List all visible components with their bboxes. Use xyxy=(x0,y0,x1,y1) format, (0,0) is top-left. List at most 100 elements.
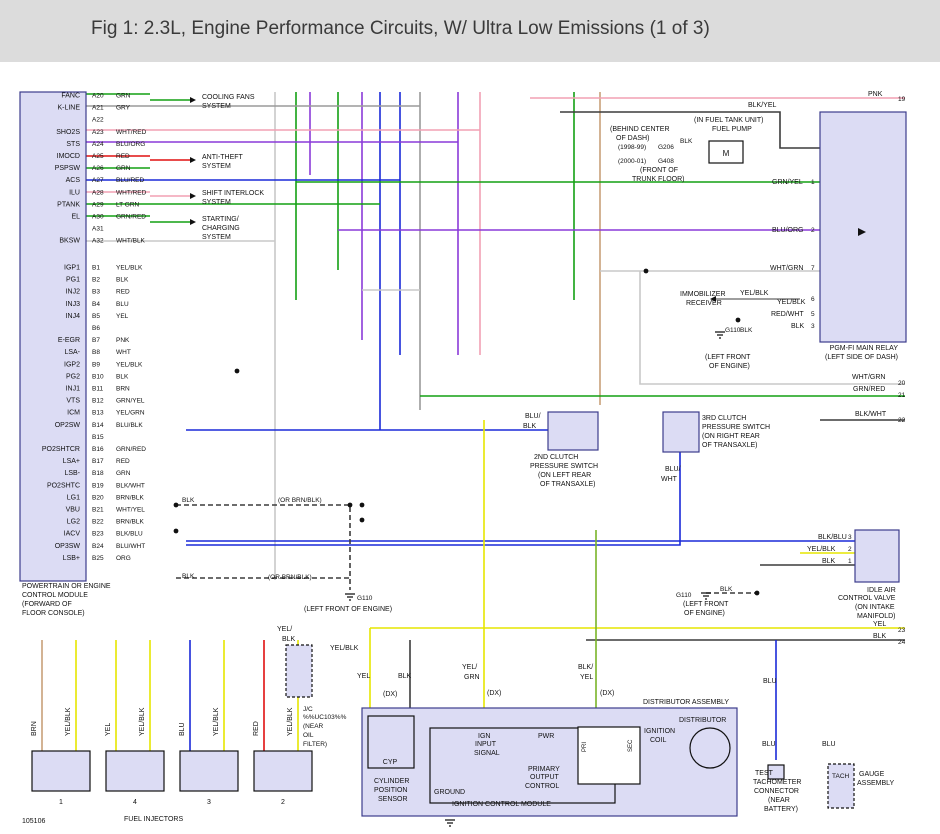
wire-brn-blk-dashed xyxy=(176,504,351,590)
component-label: J/C xyxy=(303,706,313,713)
pcm-module xyxy=(19,91,87,582)
wire-color-label: YEL xyxy=(580,674,593,681)
pcm-pin-id: A27 xyxy=(92,177,104,184)
pcm-pin-name: PG1 xyxy=(66,277,80,284)
wire-color-label: BLK/YEL xyxy=(748,102,777,109)
wire-blk-yel xyxy=(560,111,820,149)
component-label: CYLINDER xyxy=(374,778,409,785)
wire-color-label: BLK/WHT xyxy=(116,482,145,489)
system-label: SYSTEM xyxy=(202,163,231,170)
component-label: IDLE AIR xyxy=(867,587,896,594)
pcm-pin-id: A26 xyxy=(92,165,104,172)
wire-color-label: BLU/BLK xyxy=(116,422,143,429)
component-label: TACHOMETER xyxy=(753,779,801,786)
pin-number: 1 xyxy=(848,558,852,565)
ground-symbol xyxy=(701,592,711,600)
pin-number: 24 xyxy=(898,639,906,646)
pcm-pin-name: IMOCD xyxy=(57,153,80,160)
wire-color-label: BLU xyxy=(116,301,129,308)
arrow-head xyxy=(710,296,716,302)
wire-color-label: BLK/WHT xyxy=(855,411,887,418)
pcm-pin-id: B20 xyxy=(92,494,104,501)
gauge-assembly xyxy=(827,763,855,809)
wire-color-label: BRN/BLK xyxy=(116,519,144,526)
location-label: (FRONT OF xyxy=(640,167,678,174)
wire-color-label: GRN xyxy=(464,674,480,681)
pcm-label: FLOOR CONSOLE) xyxy=(22,610,85,617)
component-label: 2ND CLUTCH xyxy=(534,454,578,461)
wire-color-label: ORG xyxy=(116,555,131,562)
pin-number: 2 xyxy=(848,546,852,553)
pcm-pin-name: VTS xyxy=(66,398,80,405)
wire-color-label: BLK xyxy=(116,277,129,284)
pcm-pin-name: LSB- xyxy=(64,470,80,477)
pcm-pin-name: INJ1 xyxy=(66,386,81,393)
pcm-pin-name: PSPSW xyxy=(55,165,81,172)
splice-dot xyxy=(754,590,760,596)
3rd-clutch-switch xyxy=(662,411,700,453)
wire-color-label: YEL/ xyxy=(277,626,292,633)
component-label: CYP xyxy=(383,759,398,766)
wire-color-label: YEL xyxy=(873,621,886,628)
component-label: CONNECTOR xyxy=(754,788,799,795)
component-label: (NEAR xyxy=(303,723,324,730)
wire-color-label: YEL/BLK xyxy=(287,707,294,736)
relay-label: PGM-FI MAIN RELAY xyxy=(830,345,899,352)
pcm-pin-id: A24 xyxy=(92,141,104,148)
wire-color-label: YEL/BLK xyxy=(777,299,806,306)
injector-number: 4 xyxy=(133,799,137,806)
arrow-head xyxy=(190,219,196,225)
pcm-pin-id: B14 xyxy=(92,422,104,429)
pcm-pin-name: FANC xyxy=(61,93,80,100)
wire-color-label: GRN/YEL xyxy=(772,179,803,186)
diode-symbol xyxy=(858,228,866,236)
wire-color-label: BLU xyxy=(763,678,777,685)
wire-color-label: RED xyxy=(116,458,130,465)
pcm-pin-id: B6 xyxy=(92,325,100,332)
pcm-pin-id: A21 xyxy=(92,105,104,112)
wire-color-label: RED xyxy=(253,721,260,736)
component-label: OF TRANSAXLE) xyxy=(702,442,758,449)
wire-color-label: YEL/BLK xyxy=(116,361,143,368)
ground-symbol xyxy=(715,331,725,339)
component-label: IGN xyxy=(478,733,490,740)
wire-color-label: RED xyxy=(116,289,130,296)
system-label: SHIFT INTERLOCK xyxy=(202,190,264,197)
wire-color-label: BLK xyxy=(740,327,753,334)
wire-color-label: BLK/ xyxy=(578,664,593,671)
pcm-pin-name: SHO2S xyxy=(56,129,80,136)
splice-dot xyxy=(234,368,240,374)
pcm-pin-name: VBU xyxy=(66,507,80,514)
system-label: SYSTEM xyxy=(202,199,231,206)
2nd-clutch-switch xyxy=(547,411,599,451)
wire-color-label: PNK xyxy=(116,337,130,344)
wire-color-label: BLU xyxy=(822,741,836,748)
junction-connector xyxy=(285,644,313,698)
wire-color-label: GRN xyxy=(116,93,131,100)
pcm-label: CONTROL MODULE xyxy=(22,592,88,599)
system-label: ANTI-THEFT xyxy=(202,154,244,161)
component-label: PWR xyxy=(538,733,554,740)
fuel-injector xyxy=(253,750,313,792)
pcm-pin-name: BKSW xyxy=(59,238,80,245)
pcm-pin-name: LG1 xyxy=(67,494,80,501)
pcm-pin-name: STS xyxy=(66,141,80,148)
wire-color-label: YEL/BLK xyxy=(213,707,220,736)
connector-label: (DX) xyxy=(487,690,501,697)
splice-dot xyxy=(735,317,741,323)
splice-dot xyxy=(347,502,353,508)
idle-air-control-valve xyxy=(854,529,900,583)
component-label: DISTRIBUTOR ASSEMBLY xyxy=(643,699,729,706)
pcm-pin-id: B11 xyxy=(92,386,103,393)
pcm-pin-id: A29 xyxy=(92,201,104,208)
ground-id: G408 xyxy=(658,158,674,165)
cyp-sensor xyxy=(367,715,415,769)
wire-color-label: BLK xyxy=(182,573,195,580)
pin-number: 3 xyxy=(811,323,815,330)
fuel-injector xyxy=(179,750,239,792)
wire-color-label: GRN/RED xyxy=(116,446,146,453)
wire-color-label: BLK xyxy=(523,423,537,430)
ground-id: G110 xyxy=(357,595,373,602)
wire-color-label: YEL/BLK xyxy=(65,707,72,736)
figure-title: Fig 1: 2.3L, Engine Performance Circuits… xyxy=(91,18,710,39)
